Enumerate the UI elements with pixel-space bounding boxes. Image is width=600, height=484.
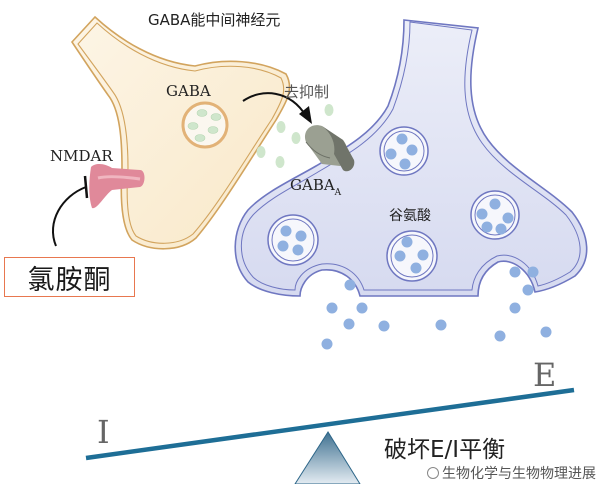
ei-seesaw — [85, 387, 575, 484]
nmdar-receptor — [89, 164, 145, 209]
gaba-molecule — [207, 126, 219, 134]
gaba-molecule — [194, 134, 206, 142]
seesaw-fulcrum — [294, 431, 361, 484]
glutamate-label: 谷氨酸 — [389, 208, 431, 224]
ketamine-label-box: 氯胺酮 — [4, 257, 135, 297]
ketamine-label: 氯胺酮 — [27, 264, 112, 296]
inhibition-label: I — [97, 413, 110, 451]
nmdar-label: NMDAR — [50, 147, 113, 165]
gaba-molecule — [210, 113, 222, 121]
gaba-vesicle — [181, 101, 229, 149]
ei-imbalance-label: 破坏E/I平衡 — [384, 437, 505, 463]
gaba-a-label: GABAA — [290, 176, 342, 198]
watermark: 生物化学与生物物理进展 — [427, 466, 596, 482]
ketamine-inhibit-arrow — [51, 175, 89, 247]
released-glutamate — [321, 266, 552, 350]
gaba-interneuron — [70, 15, 291, 250]
watermark-text: 生物化学与生物物理进展 — [442, 466, 596, 482]
interneuron-title: GABA能中间神经元 — [148, 11, 280, 29]
gaba-a-receptor — [304, 125, 355, 172]
gaba-molecule — [196, 109, 208, 117]
glutamate-vesicle — [267, 214, 319, 266]
glutamate-vesicle — [379, 126, 429, 176]
gaba-molecule — [187, 122, 199, 130]
wechat-icon — [427, 467, 439, 479]
disinhibition-arrow — [242, 92, 312, 124]
glutamate-vesicle — [386, 230, 438, 282]
released-gaba — [256, 104, 334, 168]
glutamate-vesicle — [470, 190, 520, 240]
gaba-label: GABA — [166, 82, 211, 100]
excitation-label: E — [533, 356, 556, 394]
disinhibition-label: 去抑制 — [284, 83, 329, 101]
seesaw-beam — [85, 387, 575, 461]
